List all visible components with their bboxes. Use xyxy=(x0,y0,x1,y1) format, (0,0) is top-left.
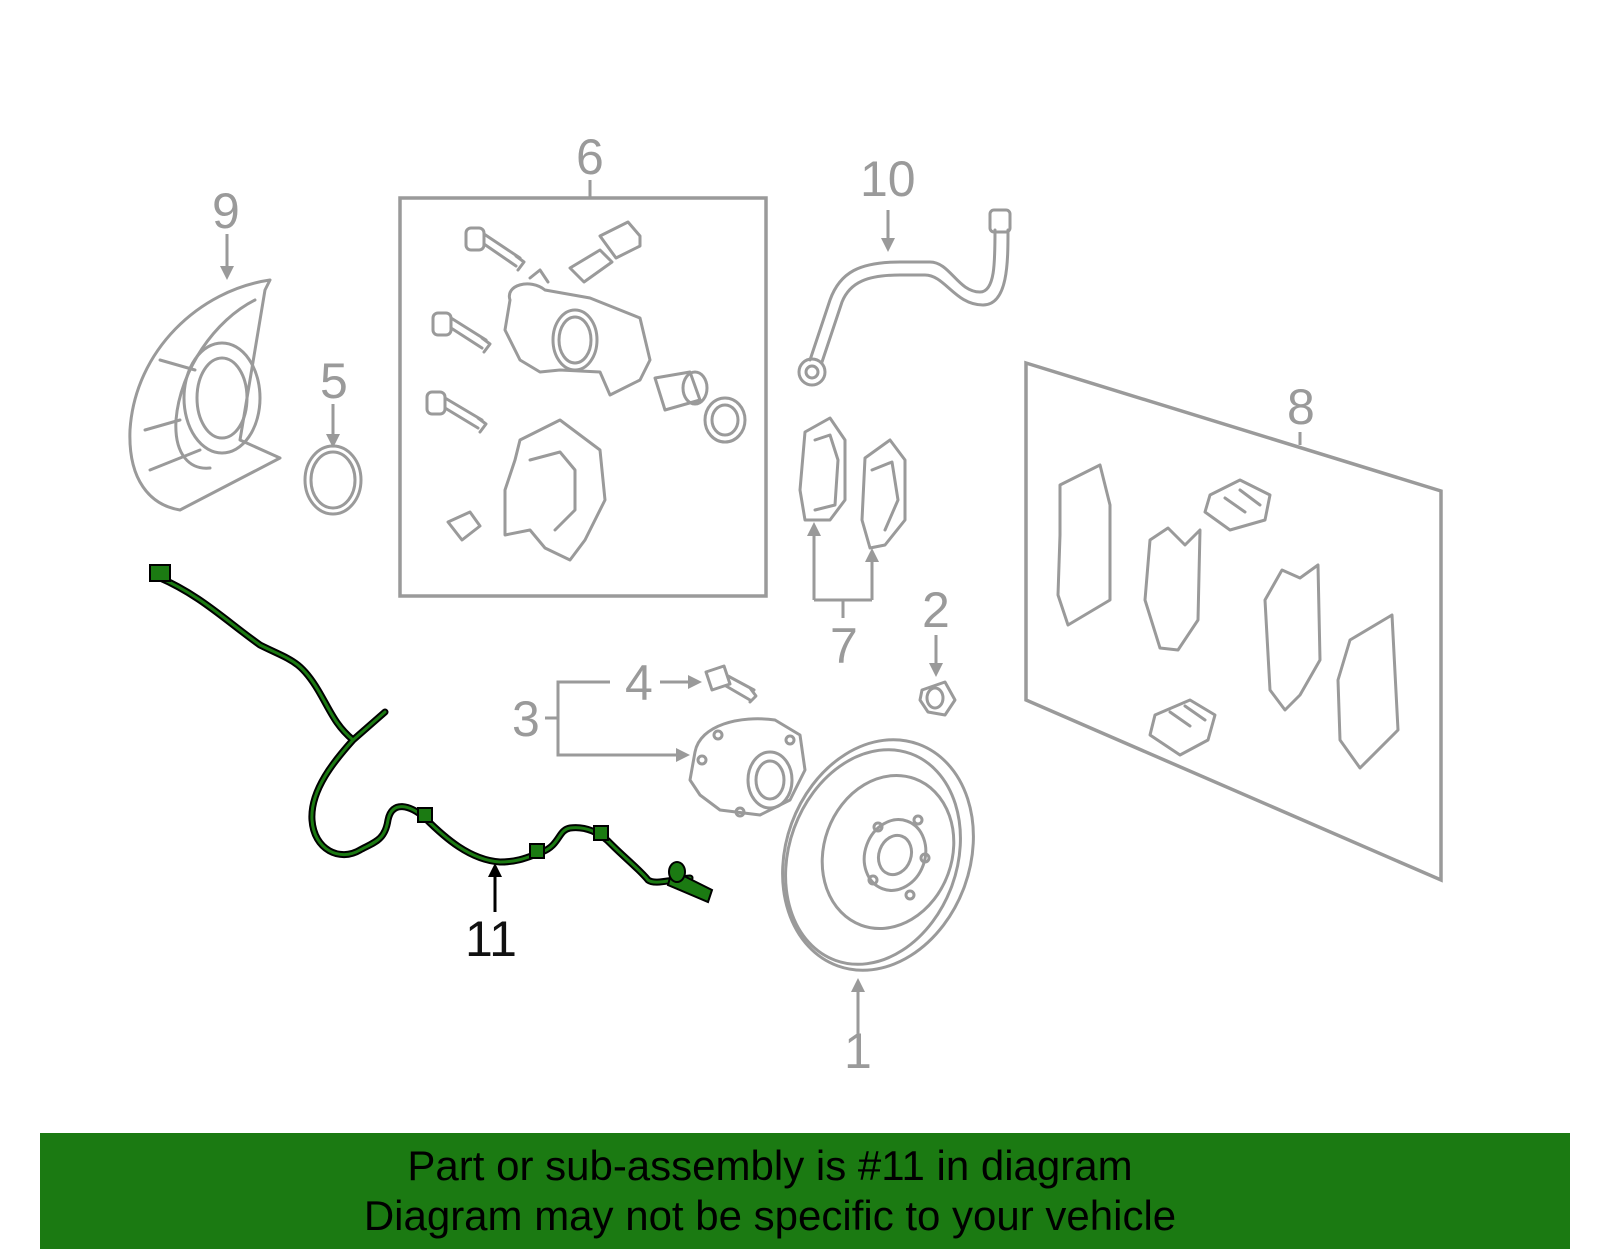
parts-diagram: 9 5 6 10 8 7 2 4 3 1 11 xyxy=(128,129,1443,1079)
part-1-brake-rotor[interactable] xyxy=(751,713,1005,998)
part-9-dust-shield[interactable] xyxy=(128,278,282,512)
callout-1: 1 xyxy=(844,1023,872,1079)
callout-7: 7 xyxy=(830,618,858,674)
callout-labels: 9 5 6 10 8 7 2 4 3 1 11 xyxy=(212,129,1315,1079)
banner-line-1: Part or sub-assembly is #11 in diagram xyxy=(407,1142,1133,1189)
callout-8: 8 xyxy=(1287,379,1315,435)
part-10-brake-hose[interactable] xyxy=(797,208,1012,387)
part-8-hardware-kit[interactable] xyxy=(1024,360,1443,883)
callout-3: 3 xyxy=(512,691,540,747)
leader-lines xyxy=(220,180,1302,1035)
info-banner: Part or sub-assembly is #11 in diagram D… xyxy=(40,1133,1570,1249)
callout-6: 6 xyxy=(576,129,604,185)
part-7-brake-pads[interactable] xyxy=(798,416,907,550)
part-4-hub-bolt[interactable] xyxy=(704,664,758,704)
part-5-seal-ring[interactable] xyxy=(303,444,363,516)
part-11-abs-sensor-harness[interactable] xyxy=(149,564,714,904)
callout-2: 2 xyxy=(922,582,950,638)
part-2-bushing[interactable] xyxy=(918,680,957,717)
callout-11: 11 xyxy=(465,911,517,967)
callout-10: 10 xyxy=(860,151,916,207)
callout-5: 5 xyxy=(320,353,348,409)
part-3-hub-bearing[interactable] xyxy=(688,717,807,818)
banner-line-2: Diagram may not be specific to your vehi… xyxy=(363,1192,1177,1239)
callout-9: 9 xyxy=(212,183,240,239)
part-6-caliper-assembly[interactable] xyxy=(398,196,768,598)
callout-4: 4 xyxy=(625,655,653,711)
